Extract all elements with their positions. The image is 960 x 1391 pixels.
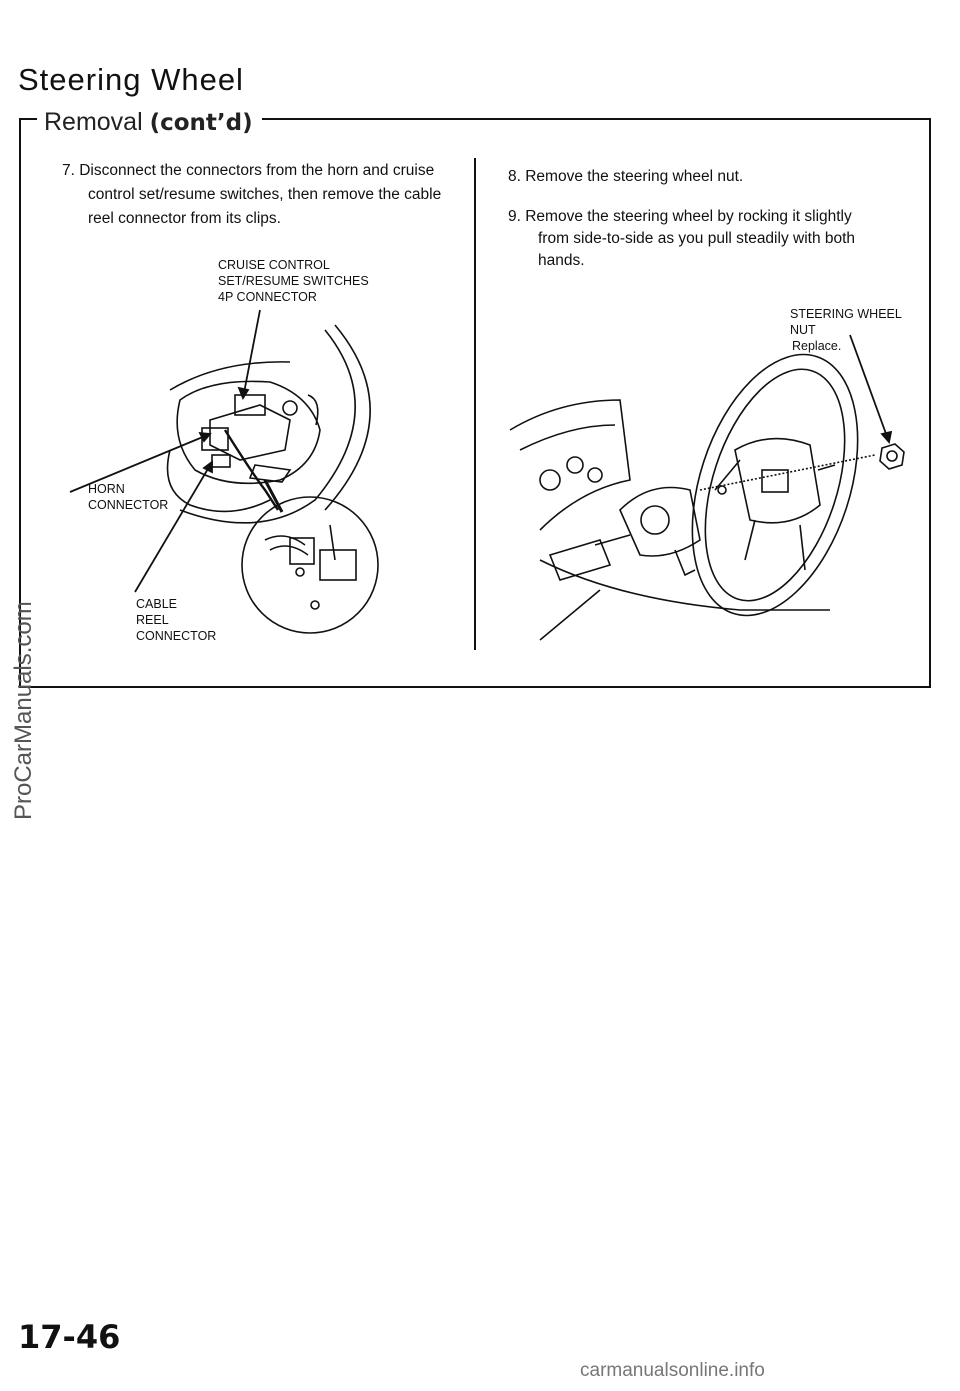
frame-top-right-rule: [262, 118, 931, 120]
step-7-line-1: 7. Disconnect the connectors from the ho…: [62, 162, 435, 179]
label-cruise-line-1: CRUISE CONTROL: [218, 258, 330, 272]
section-subtitle: Removal (cont’d): [44, 108, 253, 137]
connector-illustration: [69, 309, 379, 634]
column-divider: [474, 158, 476, 650]
watermark-text: ProCarManuals.com: [10, 601, 37, 820]
label-cable-line-1: CABLE: [136, 597, 177, 611]
page-number: 17-46: [18, 1318, 121, 1356]
label-nut-line-2: NUT: [790, 323, 816, 337]
subtitle-bold: (cont’d): [149, 110, 253, 136]
step-7-line-3: reel connector from its clips.: [88, 210, 281, 227]
step-9-line-1: 9. Remove the steering wheel by rocking …: [508, 208, 852, 225]
footer-site: carmanualsonline.info: [580, 1360, 765, 1381]
step-9-line-3: hands.: [538, 252, 585, 269]
label-cable-line-3: CONNECTOR: [136, 629, 217, 643]
label-horn-line-2: CONNECTOR: [88, 498, 169, 512]
label-cruise-line-2: SET/RESUME SWITCHES: [218, 274, 369, 288]
label-cruise-line-3: 4P CONNECTOR: [218, 290, 317, 304]
step-7-line-2: control set/resume switches, then remove…: [88, 186, 442, 203]
step-9-line-2: from side-to-side as you pull steadily w…: [538, 230, 856, 247]
step-8: 8. Remove the steering wheel nut.: [508, 168, 744, 185]
page-title: Steering Wheel: [18, 62, 244, 97]
label-nut-line-3: Replace.: [792, 339, 842, 353]
frame-top-left-rule: [19, 118, 37, 120]
steering-wheel-illustration: [509, 334, 905, 641]
subtitle-plain: Removal: [44, 108, 143, 136]
label-horn-line-1: HORN: [88, 482, 125, 496]
label-cable-line-2: REEL: [136, 613, 169, 627]
content-frame: [19, 118, 931, 688]
label-nut-line-1: STEERING WHEEL: [790, 307, 902, 321]
watermark: ProCarManuals.com: [0, 0, 90, 1391]
